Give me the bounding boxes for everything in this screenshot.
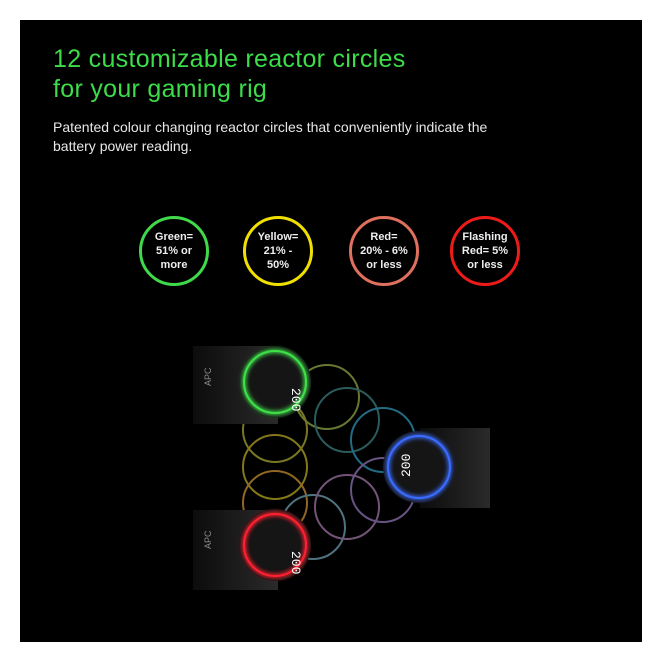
device-blue: 200 <box>383 428 490 508</box>
product-panel: 12 customizable reactor circles for your… <box>20 20 642 642</box>
device-red: APC 200 <box>193 509 311 590</box>
brand-logo: APC <box>203 530 213 549</box>
legend-red: Red= 20% - 6% or less <box>349 216 419 286</box>
ring <box>242 434 308 500</box>
reading-display: 200 <box>288 388 303 411</box>
legend-yellow: Yellow= 21% - 50% <box>243 216 313 286</box>
device-green: APC 200 <box>193 346 311 424</box>
reading-display: 200 <box>288 551 303 574</box>
title-line-2: for your gaming rig <box>53 75 268 103</box>
legend-yellow-label: Yellow= 21% - 50% <box>257 231 299 271</box>
reading-display: 200 <box>399 454 414 477</box>
brand-logo: APC <box>203 367 213 386</box>
legend-flashing-red: Flashing Red= 5% or less <box>450 216 520 286</box>
legend-red-label: Red= 20% - 6% or less <box>360 231 408 271</box>
ring <box>314 474 380 540</box>
ring <box>314 387 380 453</box>
page-title: 12 customizable reactor circles for your… <box>53 44 406 104</box>
subtitle: Patented colour changing reactor circles… <box>53 119 488 154</box>
legend-flashing-red-label: Flashing Red= 5% or less <box>461 231 509 271</box>
legend-green-label: Green= 51% or more <box>154 231 194 271</box>
title-line-1: 12 customizable reactor circles <box>53 45 406 73</box>
legend-green: Green= 51% or more <box>139 216 209 286</box>
